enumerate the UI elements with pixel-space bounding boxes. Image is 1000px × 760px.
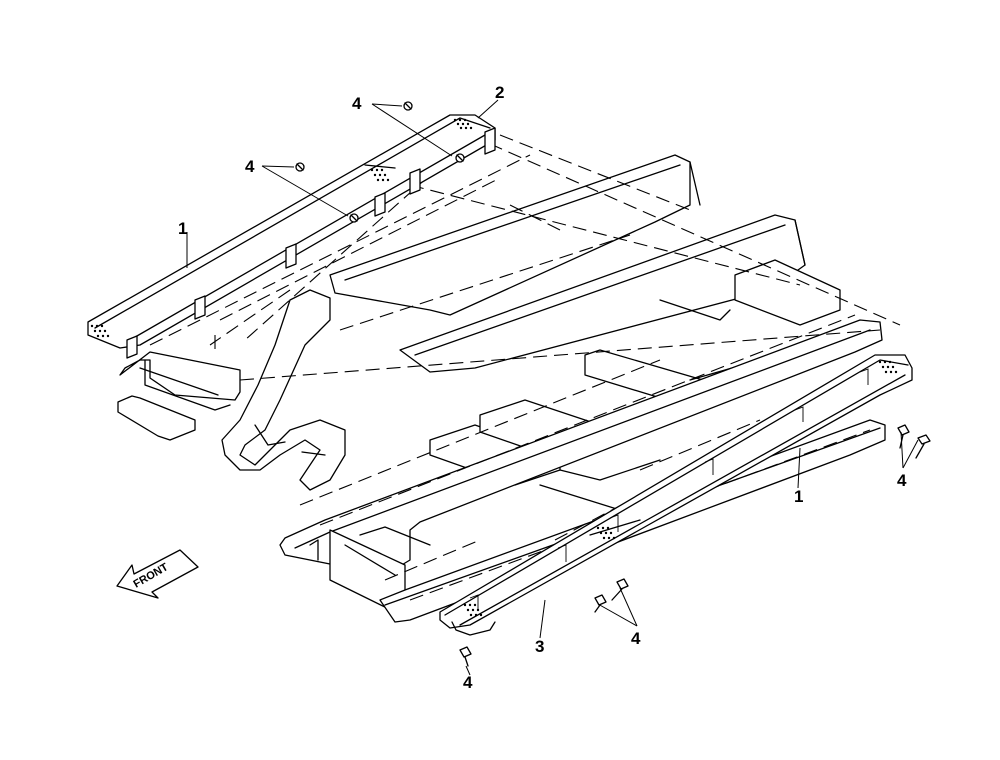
bolt-icon: [459, 646, 472, 667]
mounting-brackets-left: [126, 127, 496, 359]
callout-1-right: 1: [794, 487, 803, 506]
front-arrow: FRONT: [116, 549, 199, 599]
right-step-rail: [439, 354, 913, 636]
bolts: [295, 101, 931, 667]
callout-4-right: 4: [897, 471, 907, 490]
callout-1-left: 1: [178, 219, 187, 238]
undercarriage-frame: [117, 134, 901, 623]
leader-lines: [186, 99, 919, 676]
callout-2: 2: [495, 83, 504, 102]
bolt-icon: [611, 578, 629, 601]
callout-3: 3: [535, 637, 544, 656]
bolt-icon: [455, 153, 465, 163]
bolt-icon: [403, 101, 413, 111]
tread-pattern-right: [463, 360, 898, 617]
bolt-icon: [897, 424, 910, 449]
left-step-rail: [87, 114, 496, 359]
bolt-icon: [295, 162, 305, 172]
tread-pattern-top: [90, 118, 473, 338]
callout-4-bottom-left: 4: [463, 673, 473, 692]
callout-4-bottom-mid: 4: [631, 629, 641, 648]
bolt-icon: [594, 594, 607, 613]
bolt-icon: [915, 434, 931, 459]
callout-4-mid: 4: [245, 157, 255, 176]
callout-4-top: 4: [352, 94, 362, 113]
mounting-brackets-right: [469, 368, 869, 610]
bolt-icon: [349, 213, 359, 223]
callouts: 1 2 4 4 1 4 4 3 4: [178, 83, 907, 692]
